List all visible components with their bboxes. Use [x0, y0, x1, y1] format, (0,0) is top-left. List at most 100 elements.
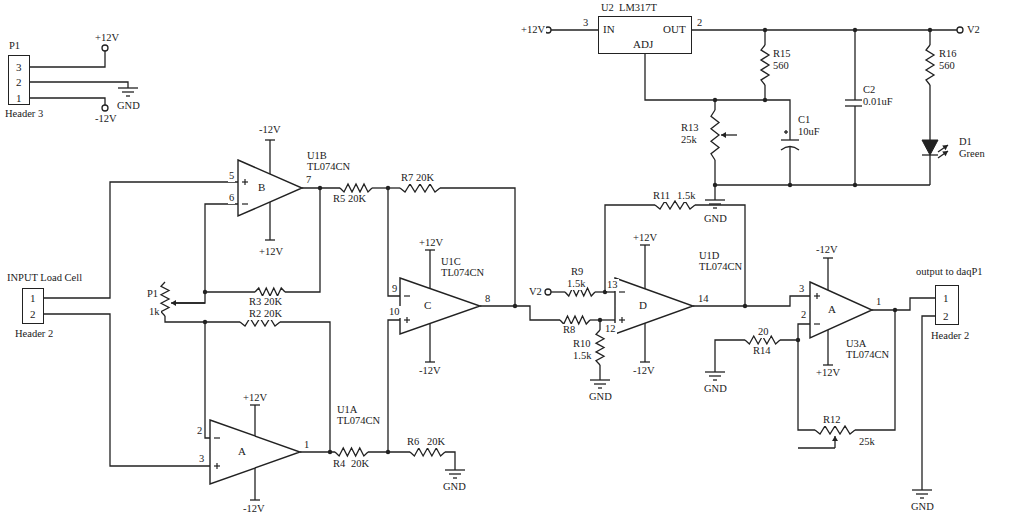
part-label: 12 [604, 323, 617, 335]
power-pin [254, 405, 255, 436]
header-box: 12 [22, 288, 44, 324]
part-label: 9 [391, 283, 398, 295]
part-label: R15 [772, 48, 792, 60]
part-label: 1.5k [676, 190, 696, 202]
part-label: R4 [332, 458, 346, 470]
power-pin [269, 140, 270, 174]
part-label: 20 [757, 326, 770, 338]
part-label: R9 [570, 266, 584, 278]
opamp-unit: A [828, 303, 836, 316]
part-label: R6 [406, 436, 420, 448]
junction-dot [328, 450, 332, 454]
opamp-outline [400, 278, 480, 334]
part-label: C1 [797, 114, 811, 126]
part-label: V2 [528, 286, 543, 298]
wire [480, 306, 560, 320]
wire [30, 51, 105, 67]
terminal-circle [102, 105, 108, 111]
pin-name: IN [603, 23, 615, 36]
opamp-unit: A [238, 445, 246, 458]
part-label: Header 3 [4, 108, 44, 120]
wire [929, 85, 930, 140]
wire [388, 320, 400, 452]
wire [922, 316, 935, 490]
part-label: TL074CN [306, 161, 351, 173]
part-label: 13 [606, 279, 619, 291]
ground-symbol [453, 477, 457, 478]
part-label: 8 [484, 293, 491, 305]
opamp-outline [238, 160, 302, 216]
junction-dot [853, 183, 857, 187]
opamp-triangle: B [238, 160, 302, 216]
power-pin [250, 404, 260, 405]
ground-symbol [449, 473, 461, 474]
junction-dot [203, 320, 207, 324]
pin-name: 1 [16, 92, 22, 105]
pin-name: 2 [943, 310, 949, 323]
part-label: 10 [388, 306, 401, 318]
ground-symbol [590, 379, 610, 380]
wire [854, 106, 855, 185]
ground-symbol [594, 383, 606, 384]
wiper-arrow [942, 145, 948, 150]
opamp-outline [810, 282, 872, 338]
power-pin [429, 250, 430, 289]
wiper-arrow [721, 132, 726, 138]
part-label: -12V [418, 365, 442, 377]
resistor-symbol [161, 282, 169, 316]
part-label: GND [703, 213, 728, 225]
wire [30, 98, 105, 105]
wire [695, 205, 745, 306]
part-label: GND [116, 100, 141, 112]
wiper-arrow [171, 300, 176, 306]
pin-name: 1 [943, 292, 949, 305]
part-label: GND [703, 383, 728, 395]
pin-polarity [214, 437, 220, 438]
part-label: 20K [350, 458, 370, 470]
wire [440, 188, 515, 306]
wire [285, 188, 320, 292]
resistor-symbol [335, 448, 368, 456]
part-label: 560 [938, 60, 956, 72]
resistor-symbol [400, 184, 440, 192]
power-pin [827, 330, 828, 365]
ground-symbol [912, 489, 932, 490]
ground-symbol [713, 379, 717, 380]
pin-polarity [621, 317, 622, 323]
junction-dot [386, 450, 390, 454]
wire [590, 319, 615, 320]
junction-dot [853, 28, 857, 32]
part-label: Green [958, 148, 986, 160]
part-label: R2 20K [248, 308, 283, 320]
ground-symbol [920, 497, 924, 498]
opamp-outline [210, 420, 300, 484]
resistor-symbol [815, 426, 855, 434]
part-label: TL074CN [845, 349, 890, 361]
part-label: C2 [862, 84, 876, 96]
regulator-box: INOUTADJ [598, 16, 692, 54]
part-label: 1.5k [566, 278, 586, 290]
opamp-unit: D [639, 299, 647, 312]
opamp-unit: B [258, 181, 265, 194]
pin-polarity [244, 179, 245, 185]
power-pin [644, 323, 645, 362]
part-label: P1 [146, 288, 159, 300]
wire [715, 340, 745, 372]
part-label: -12V [242, 503, 266, 515]
resistor-symbol [560, 316, 590, 324]
part-label: 560 [772, 60, 790, 72]
junction-dot [713, 183, 717, 187]
part-label: 2 [800, 309, 807, 321]
part-label: +12V [632, 232, 658, 244]
part-label: R3 20K [248, 296, 283, 308]
resistor-symbol [255, 288, 285, 296]
power-pin [640, 361, 650, 362]
opamp-outline [615, 278, 693, 334]
part-label: GND [588, 391, 613, 403]
opamp-triangle: C [400, 278, 480, 334]
junction-dot [318, 186, 322, 190]
wire [855, 310, 895, 430]
part-label: V2 [966, 24, 981, 36]
opamp-outline [400, 278, 480, 334]
wire [714, 160, 715, 200]
